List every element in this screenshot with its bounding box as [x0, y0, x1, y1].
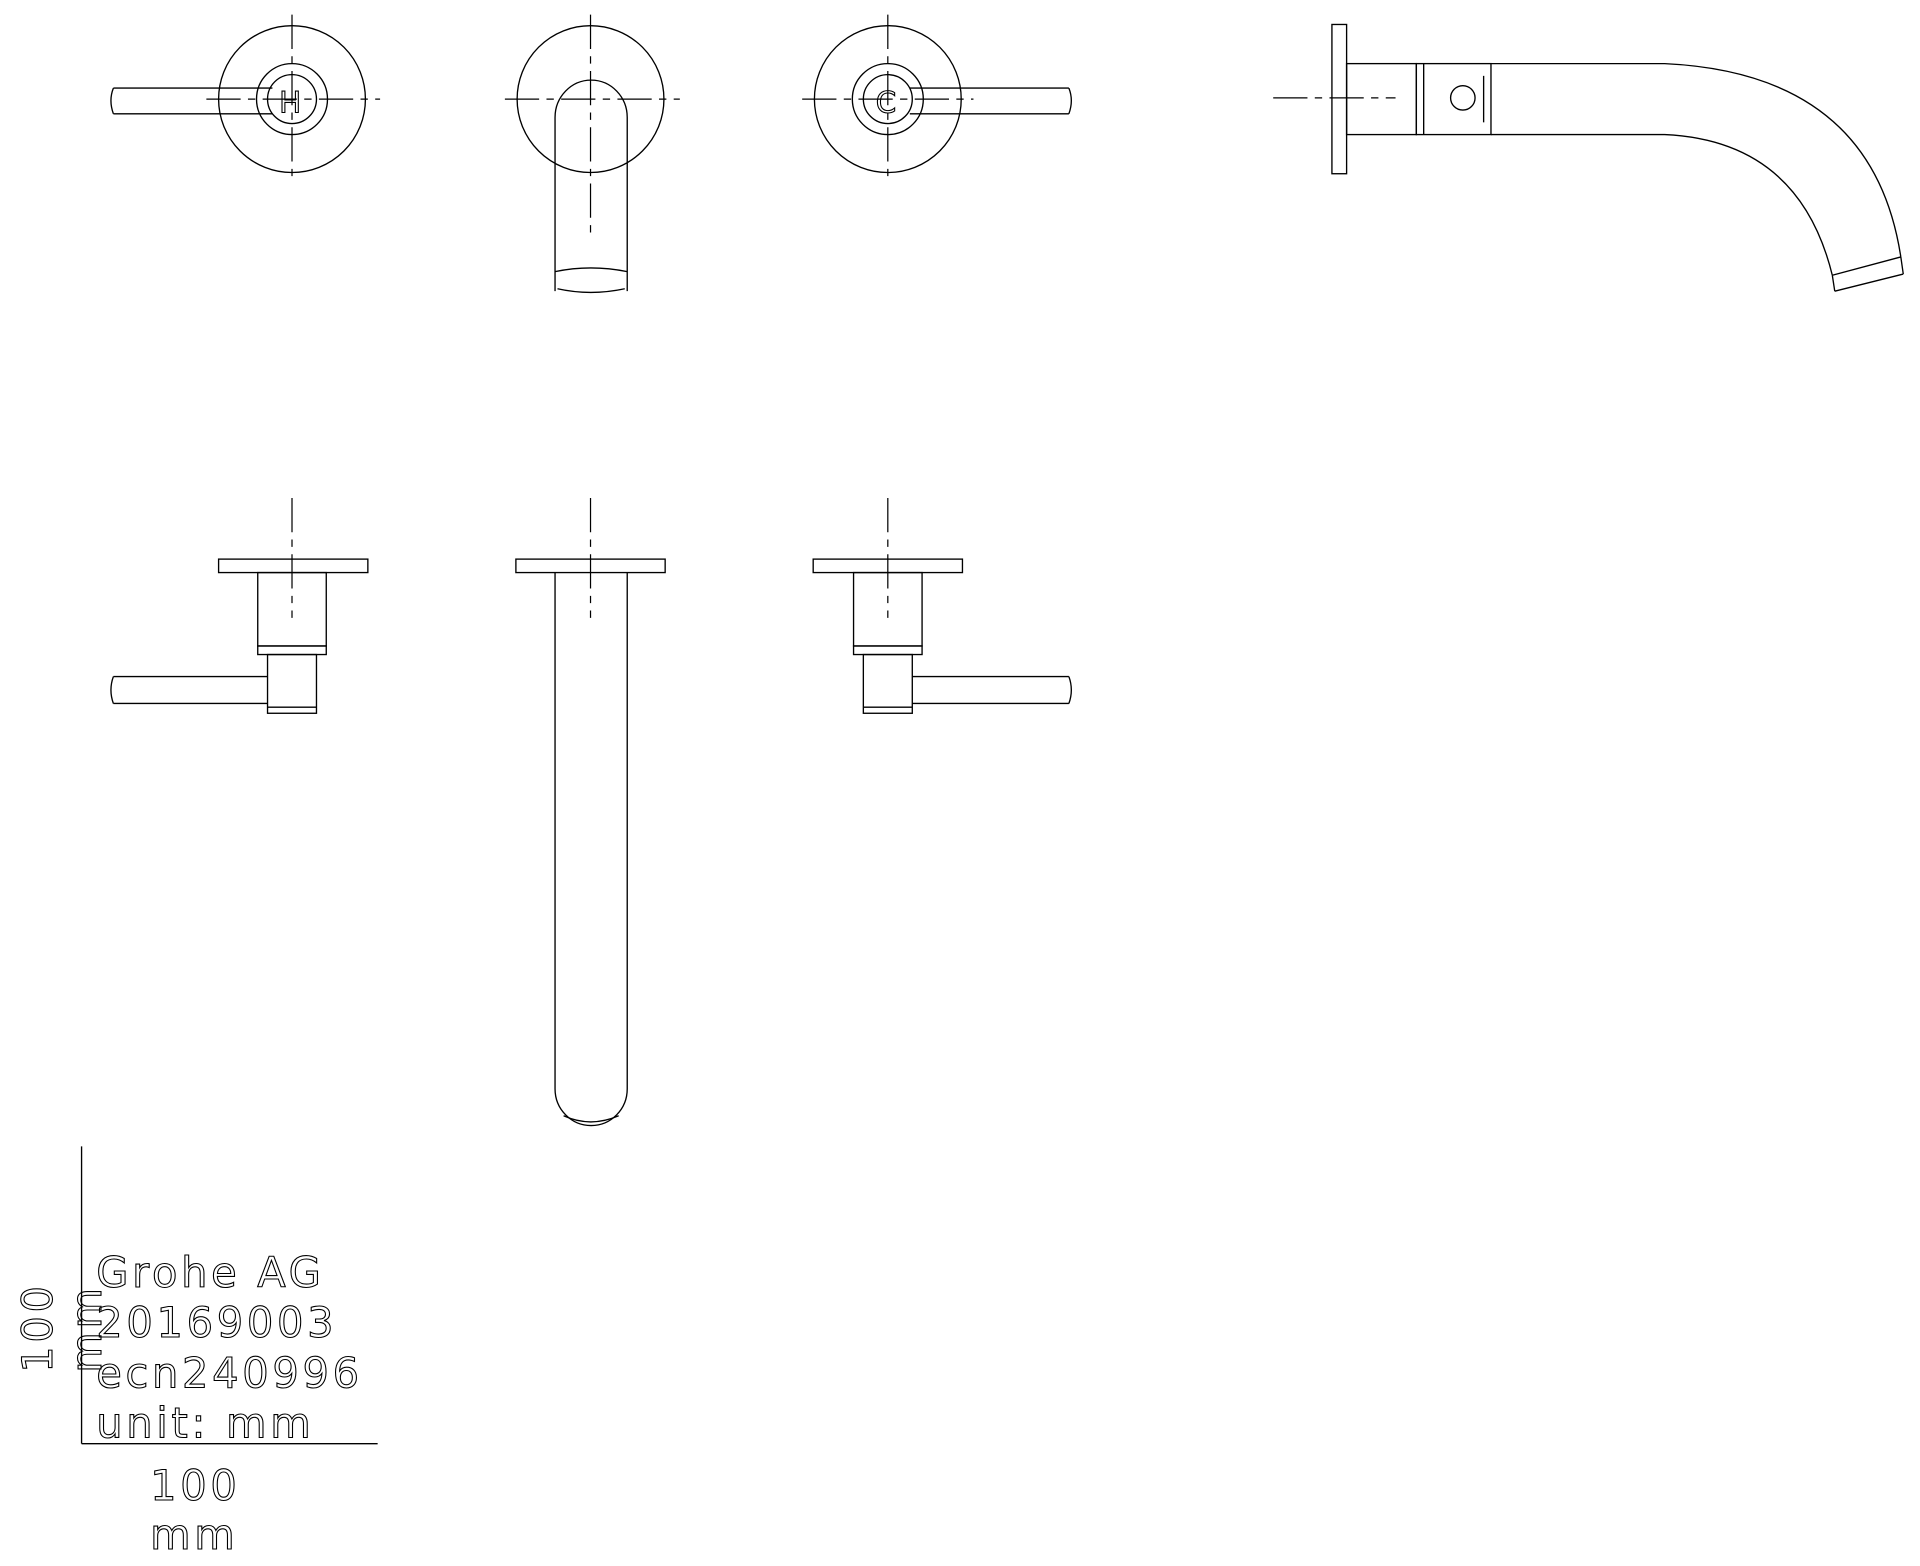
scale-horizontal-value: 100	[150, 1461, 240, 1510]
ecn-number: ecn240996	[96, 1348, 363, 1397]
cold-handle-front-view: C	[802, 14, 1073, 184]
hot-handle-front-view: H	[110, 14, 381, 184]
company-name: Grohe AG	[96, 1248, 324, 1297]
spout-front-view	[504, 14, 680, 294]
unit-label: unit: mm	[96, 1399, 314, 1448]
scale-bar: 100 mm 100 mm	[13, 1146, 378, 1559]
scale-horizontal-unit: mm	[150, 1510, 238, 1559]
scale-vertical-unit: mm	[62, 1284, 111, 1372]
spout-side-view	[1273, 23, 1904, 292]
spout-top-view	[515, 497, 666, 1127]
title-block: Grohe AG 20169003 ecn240996 unit: mm	[96, 1248, 363, 1449]
hot-handle-top-view	[110, 497, 369, 714]
scale-vertical-value: 100	[13, 1282, 62, 1372]
cold-label: C	[876, 86, 900, 120]
hot-label: H	[279, 86, 305, 120]
cold-handle-top-view	[812, 497, 1073, 714]
part-number: 20169003	[96, 1298, 337, 1347]
